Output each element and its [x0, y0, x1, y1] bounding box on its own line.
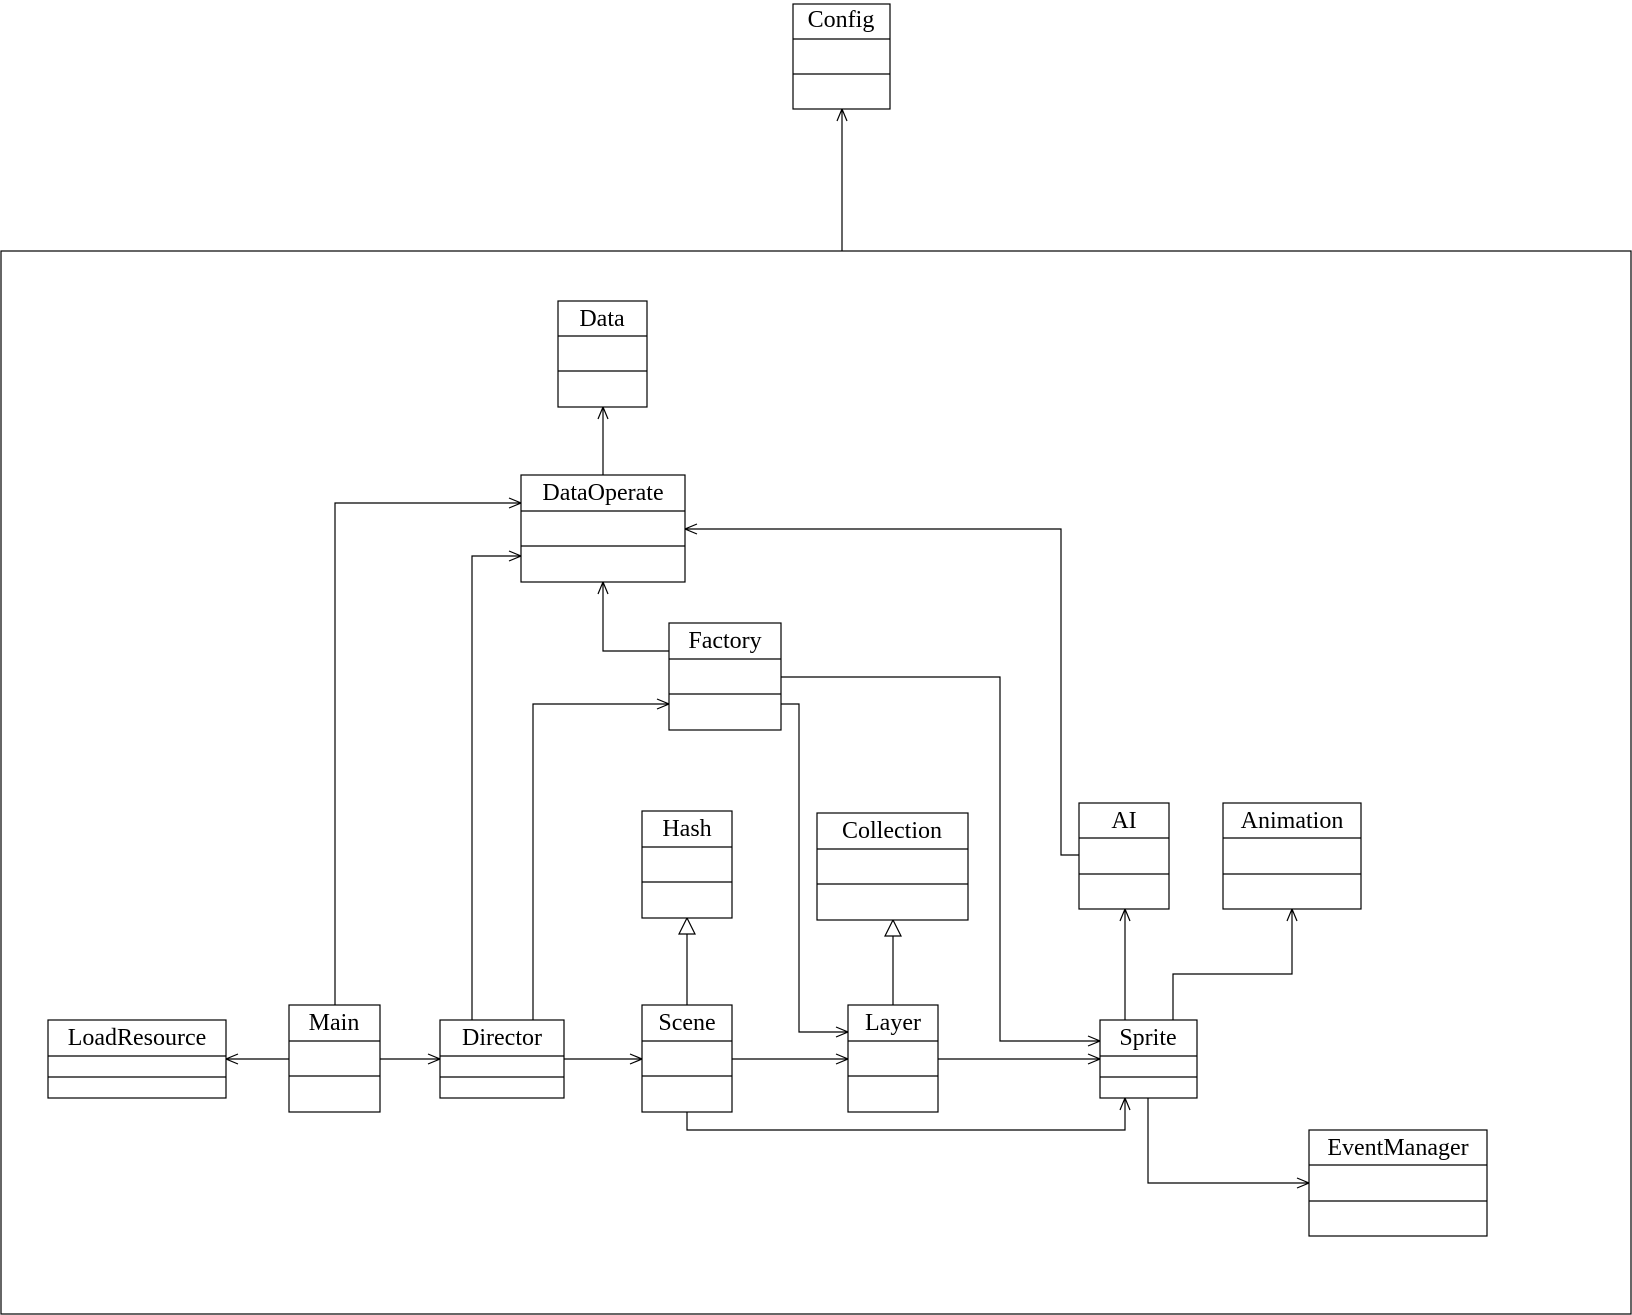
class-name: Sprite: [1119, 1025, 1176, 1051]
edge-sprite-eventmanager: [1147, 1098, 1309, 1183]
edge-factory-sprite: [781, 676, 1100, 1041]
class-name: Layer: [865, 1010, 921, 1036]
class-factory[interactable]: Factory: [668, 622, 782, 731]
class-name: Data: [579, 306, 625, 332]
class-collection[interactable]: Collection: [816, 812, 969, 921]
edge-scene-sprite: [686, 1098, 1125, 1131]
class-name: LoadResource: [68, 1025, 207, 1051]
package-frame: [0, 250, 1632, 1315]
class-eventmanager[interactable]: EventManager: [1308, 1129, 1488, 1237]
edge-main-dataoperate: [334, 503, 521, 1005]
class-name: Animation: [1241, 808, 1344, 834]
class-layer[interactable]: Layer: [847, 1004, 939, 1113]
edge-director-factory: [532, 704, 669, 1020]
class-name: Collection: [842, 818, 942, 844]
class-scene[interactable]: Scene: [641, 1004, 733, 1113]
class-dataoperate[interactable]: DataOperate: [520, 474, 686, 583]
class-name: AI: [1111, 808, 1136, 834]
edge-director-dataoperate: [471, 556, 521, 1020]
class-config[interactable]: Config: [792, 3, 891, 110]
class-name: Scene: [658, 1010, 715, 1036]
class-sprite[interactable]: Sprite: [1099, 1019, 1198, 1099]
class-hash[interactable]: Hash: [641, 810, 733, 919]
class-name: Factory: [688, 628, 761, 654]
class-main[interactable]: Main: [288, 1004, 381, 1113]
relations: [226, 109, 1309, 1183]
class-name: Hash: [662, 816, 711, 842]
class-name: Director: [462, 1025, 542, 1051]
edge-ai-dataoperate: [685, 529, 1079, 856]
class-name: Main: [309, 1010, 360, 1036]
class-data[interactable]: Data: [557, 300, 648, 408]
class-name: EventManager: [1327, 1135, 1468, 1161]
class-loadresource[interactable]: LoadResource: [47, 1019, 227, 1099]
class-name: Config: [808, 7, 875, 33]
class-animation[interactable]: Animation: [1222, 802, 1362, 910]
class-name: DataOperate: [542, 480, 663, 506]
class-director[interactable]: Director: [439, 1019, 565, 1099]
edge-factory-layer: [781, 703, 848, 1032]
edge-sprite-animation: [1172, 909, 1292, 1020]
class-ai[interactable]: AI: [1078, 802, 1170, 910]
edge-factory-dataoperate: [603, 582, 669, 652]
